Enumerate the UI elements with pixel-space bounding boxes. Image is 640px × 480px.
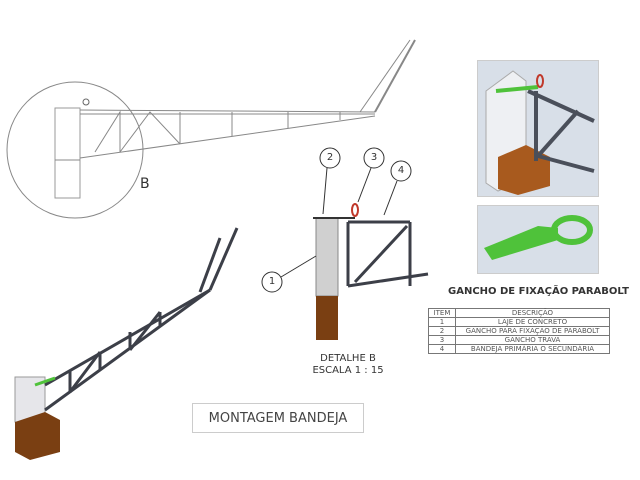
detail-circle: [6, 81, 144, 219]
part-title: GANCHO DE FIXAÇÃO PARABOLT: [448, 286, 629, 297]
isometric-view: [14, 227, 239, 460]
hook-assembly-render: [477, 60, 599, 197]
detail-title: DETALHE B: [320, 353, 376, 364]
hook-part-render: [477, 205, 599, 274]
header-desc: DESCRIÇÃO: [455, 308, 610, 318]
balloon-3: 3: [370, 152, 378, 163]
desc-cell: GANCHO TRAVA: [455, 335, 610, 345]
item-cell: 1: [428, 317, 456, 327]
drawing-title: MONTAGEM BANDEJA: [192, 403, 364, 433]
balloon-4: 4: [397, 165, 405, 176]
balloon-1: 1: [268, 276, 276, 287]
desc-cell: LAJE DE CONCRETO: [455, 317, 610, 327]
elevation-view: [6, 39, 416, 219]
detail-scale: ESCALA 1 : 15: [312, 365, 384, 376]
header-item: ITEM: [428, 308, 456, 318]
detail-marker: B: [140, 176, 150, 192]
desc-cell: GANCHO PARA FIXAÇÃO DE PARABOLT: [455, 326, 610, 336]
item-cell: 3: [428, 335, 456, 345]
detail-b-view: [261, 147, 429, 340]
balloon-2: 2: [326, 152, 334, 163]
desc-cell: BANDEJA PRIMÁRIA O SECUNDÁRIA: [455, 344, 610, 354]
item-cell: 4: [428, 344, 456, 354]
item-cell: 2: [428, 326, 456, 336]
